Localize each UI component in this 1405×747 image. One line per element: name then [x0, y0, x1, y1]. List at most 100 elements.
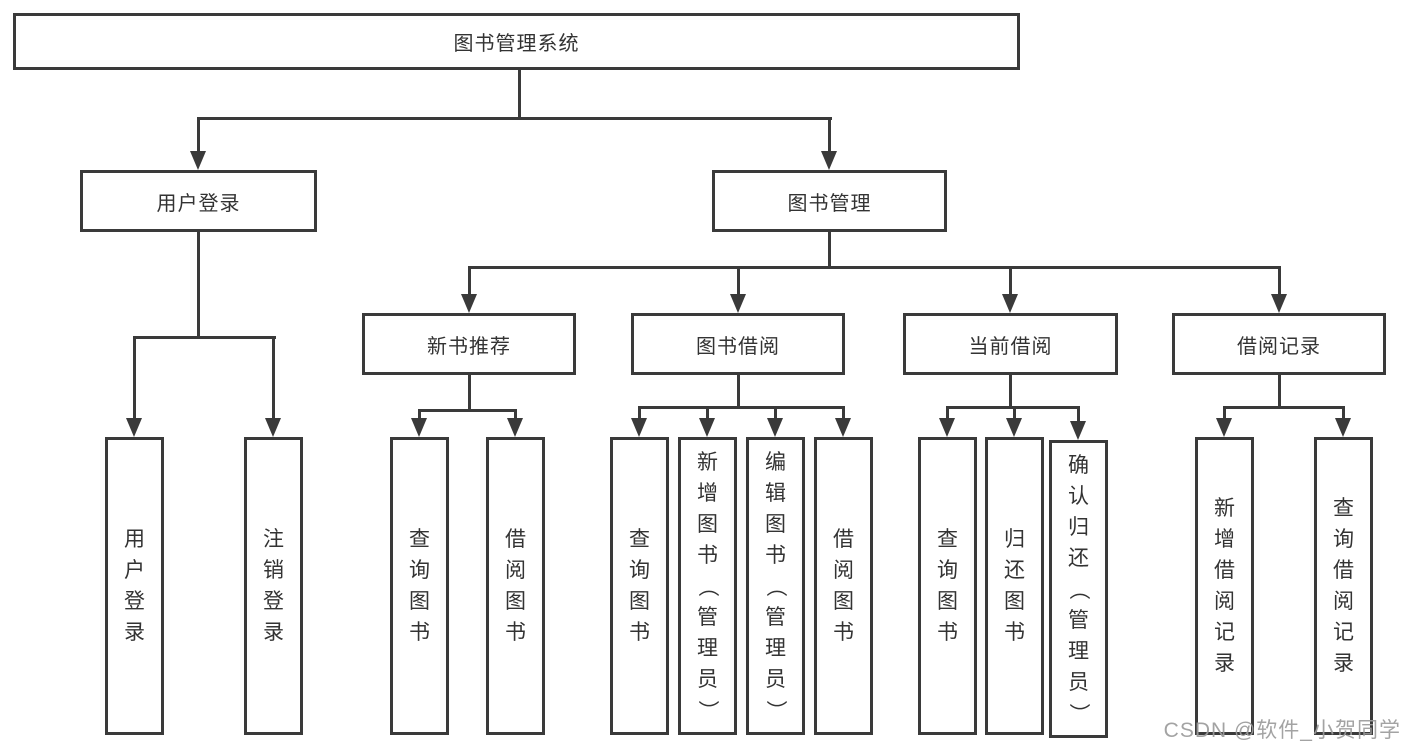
vertical-char: 认	[1068, 484, 1089, 508]
arrow-down-icon	[190, 151, 206, 170]
leaf-rec-query-book: 查询图书	[390, 437, 449, 735]
vertical-char: 新	[1214, 497, 1235, 520]
connector-bar	[417, 408, 517, 412]
connector-stem	[1008, 375, 1012, 409]
arrow-down-icon	[730, 294, 746, 313]
arrow-down-icon	[631, 418, 647, 437]
vertical-char: 确	[1068, 453, 1089, 477]
vertical-char: 阅	[833, 559, 854, 582]
node-borrow-records-label: 借阅记录	[1237, 335, 1321, 358]
vertical-char: ）	[764, 699, 787, 721]
vertical-char: 辑	[765, 481, 786, 505]
leaf-borrow-query-book-label: 查询图书	[613, 440, 666, 732]
leaf-rec-query-book-label: 查询图书	[393, 440, 446, 732]
connector-stem	[827, 232, 831, 269]
vertical-char: 录	[1214, 652, 1235, 675]
vertical-char: 增	[1214, 528, 1235, 551]
vertical-char: 询	[409, 559, 430, 582]
vertical-char: 户	[124, 559, 145, 582]
vertical-char: 借	[833, 528, 854, 551]
node-root-label: 图书管理系统	[453, 33, 580, 55]
vertical-char: 注	[263, 528, 284, 551]
vertical-char: （	[696, 575, 719, 597]
leaf-borrow-edit-book: 编辑图书（管理员）	[746, 437, 805, 735]
node-book-borrow: 图书借阅	[631, 313, 845, 375]
arrow-down-icon	[821, 151, 837, 170]
connector-drop	[1076, 407, 1080, 422]
connector-drop	[1222, 407, 1226, 419]
vertical-char: 书	[505, 621, 526, 644]
vertical-char: （	[1067, 578, 1090, 600]
vertical-char: 查	[1333, 497, 1354, 520]
arrow-down-icon	[939, 418, 955, 437]
leaf-borrow-borrow-book-label: 借阅图书	[817, 440, 870, 732]
arrow-down-icon	[411, 418, 427, 437]
vertical-char: 查	[629, 528, 650, 551]
connector-drop	[841, 407, 845, 419]
connector-drop	[736, 267, 740, 295]
connector-bar	[637, 405, 845, 409]
vertical-char: 书	[1004, 621, 1025, 644]
leaf-borrow-add-book-label: 新增图书（管理员）	[681, 440, 734, 732]
vertical-char: 归	[1068, 515, 1089, 539]
vertical-char: 图	[1004, 590, 1025, 613]
vertical-char: 书	[697, 543, 718, 567]
leaf-user-login: 用户登录	[105, 437, 164, 735]
watermark: CSDN @软件_小贺同学	[1163, 719, 1401, 742]
vertical-char: 理	[697, 636, 718, 660]
vertical-char: 增	[697, 481, 718, 505]
connector-drop	[1008, 267, 1012, 295]
vertical-char: 图	[937, 590, 958, 613]
connector-drop	[132, 337, 136, 419]
vertical-char: 记	[1333, 621, 1354, 644]
vertical-char: 书	[765, 543, 786, 567]
leaf-records-query: 查询借阅记录	[1314, 437, 1373, 735]
leaf-cur-query-book: 查询图书	[918, 437, 977, 735]
vertical-char: 借	[1333, 559, 1354, 582]
vertical-char: 编	[765, 450, 786, 474]
arrow-down-icon	[1216, 418, 1232, 437]
arrow-down-icon	[1006, 418, 1022, 437]
node-book-mgmt: 图书管理	[712, 170, 947, 232]
vertical-char: 图	[697, 512, 718, 536]
arrow-down-icon	[1002, 294, 1018, 313]
node-book-mgmt-label: 图书管理	[787, 192, 872, 215]
vertical-char: ）	[696, 699, 719, 721]
connector-drop	[945, 407, 949, 419]
leaf-user-login-label: 用户登录	[108, 440, 161, 732]
arrow-down-icon	[461, 294, 477, 313]
vertical-char: 管	[697, 605, 718, 629]
vertical-char: 管	[1068, 608, 1089, 632]
vertical-char: 阅	[505, 559, 526, 582]
connector-drop	[271, 337, 275, 419]
vertical-char: 员	[1068, 670, 1089, 694]
leaf-borrow-edit-book-label: 编辑图书（管理员）	[749, 440, 802, 732]
connector-drop	[196, 118, 200, 152]
connector-drop	[773, 407, 777, 419]
vertical-char: 管	[765, 605, 786, 629]
arrow-down-icon	[126, 418, 142, 437]
connector-drop	[513, 410, 517, 419]
leaf-records-add-label: 新增借阅记录	[1198, 440, 1251, 732]
connector-drop	[1341, 407, 1345, 419]
connector-stem	[517, 70, 521, 120]
vertical-char: 阅	[1214, 590, 1235, 613]
leaf-logout-label: 注销登录	[247, 440, 300, 732]
connector-drop	[637, 407, 641, 419]
arrow-down-icon	[1070, 421, 1086, 440]
vertical-char: 理	[1068, 639, 1089, 663]
vertical-char: ）	[1067, 702, 1090, 724]
connector-bar	[1222, 405, 1345, 409]
vertical-char: 还	[1068, 546, 1089, 570]
arrow-down-icon	[265, 418, 281, 437]
leaf-cur-query-book-label: 查询图书	[921, 440, 974, 732]
leaf-records-add: 新增借阅记录	[1195, 437, 1254, 735]
vertical-char: 书	[409, 621, 430, 644]
node-borrow-records: 借阅记录	[1172, 313, 1386, 375]
vertical-char: 书	[937, 621, 958, 644]
vertical-char: 归	[1004, 528, 1025, 551]
vertical-char: 登	[263, 590, 284, 613]
connector-drop	[1012, 407, 1016, 419]
connector-stem	[1277, 375, 1281, 409]
vertical-char: 图	[505, 590, 526, 613]
